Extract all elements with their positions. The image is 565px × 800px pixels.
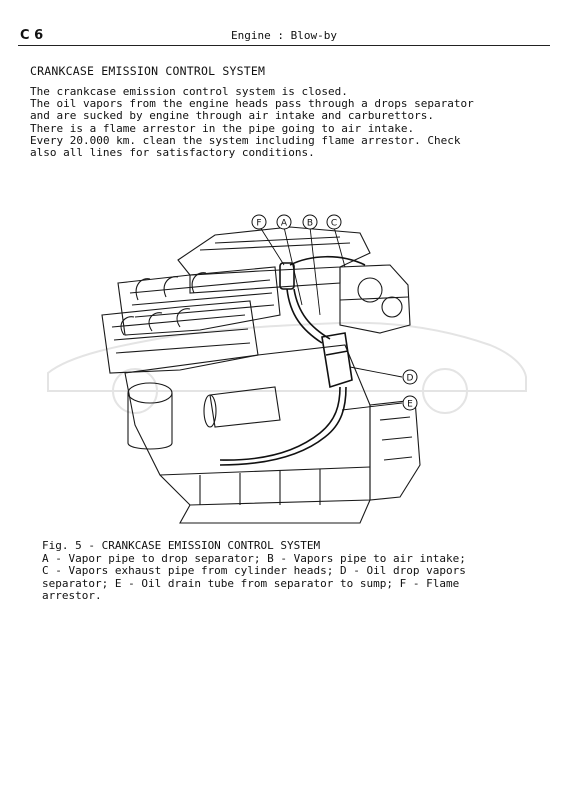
caption-title: Fig. 5 - CRANKCASE EMISSION CONTROL SYST… <box>42 539 321 552</box>
callout-d-label: D <box>407 374 414 384</box>
engine-drawing: F A B C D E <box>47 214 527 524</box>
paragraph-line: The crankcase emission control system is… <box>30 85 348 98</box>
paragraph-line: The oil vapors from the engine heads pas… <box>30 97 474 111</box>
callout-e: E <box>402 395 418 411</box>
paragraph-line: also all lines for satisfactory conditio… <box>30 146 315 160</box>
page-header: C 6 Engine : Blow-by <box>18 26 550 46</box>
header-rule <box>18 45 550 46</box>
page-number: C 6 <box>20 28 44 43</box>
callout-a-label: A <box>281 219 288 229</box>
paragraph-line: There is a flame arrestor in the pipe go… <box>30 121 415 135</box>
paragraph-line: and are sucked by engine through air int… <box>30 109 434 123</box>
callout-b-label: B <box>307 219 313 229</box>
callout-e-label: E <box>407 400 413 410</box>
callout-a: A <box>276 214 292 230</box>
section-title: CRANKCASE EMISSION CONTROL SYSTEM <box>30 64 266 78</box>
car-silhouette-watermark <box>47 321 527 414</box>
paragraph-line: Every 20.000 km. clean the system includ… <box>30 133 461 147</box>
callout-d: D <box>402 369 418 385</box>
caption-line: C - Vapors exhaust pipe from cylinder he… <box>42 564 466 578</box>
callout-b: B <box>302 214 318 230</box>
body-paragraph: The crankcase emission control system is… <box>30 85 510 160</box>
callout-leaders <box>259 226 403 411</box>
caption-line: arrestor. <box>42 589 102 603</box>
figure-caption: Fig. 5 - CRANKCASE EMISSION CONTROL SYST… <box>42 539 522 603</box>
caption-line: separator; E - Oil drain tube from separ… <box>42 576 460 590</box>
caption-line: A - Vapor pipe to drop separator; B - Va… <box>42 551 466 565</box>
emission-hoses <box>219 255 366 466</box>
callout-labels: F A B C D E <box>251 214 418 411</box>
callout-f-label: F <box>256 219 261 229</box>
engine-block <box>101 226 421 524</box>
running-title: Engine : Blow-by <box>231 29 337 42</box>
engine-illustration: F A B C D E <box>40 205 530 530</box>
callout-f: F <box>251 214 267 230</box>
callout-c-label: C <box>331 219 337 229</box>
callout-c: C <box>326 214 342 230</box>
